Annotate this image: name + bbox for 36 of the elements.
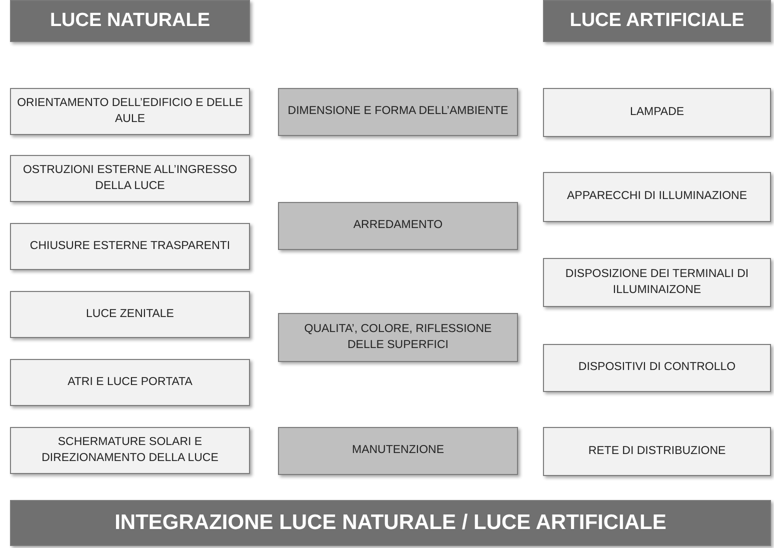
factor-box	[543, 88, 771, 137]
factor-box	[10, 427, 250, 474]
box-label: LAMPADE	[628, 104, 686, 120]
box-label: ARREDAMENTO	[352, 218, 444, 234]
box-label: DISPOSIZIONE DEI TERMINALI DI ILLUMINAIZONE	[564, 266, 750, 298]
box-label: CHIUSURE ESTERNE TRASPARENTI	[28, 238, 232, 254]
factor-box	[10, 88, 250, 135]
factor-box	[10, 359, 250, 406]
box-label: INTEGRAZIONE LUCE NATURALE / LUCE ARTIFICIALE	[114, 510, 668, 536]
box-label: SCHERMATURE SOLARI E DIREZIONAMENTO DELLA LUCE	[40, 434, 220, 466]
factor-box	[543, 172, 771, 222]
box-label: LUCE NATURALE	[48, 9, 212, 34]
factor-box	[10, 155, 250, 202]
factor-box	[278, 313, 518, 362]
box-label: LUCE ARTIFICIALE	[568, 9, 746, 34]
box-label: ATRI E LUCE PORTATA	[66, 374, 194, 390]
box-label: MANUTENZIONE	[351, 443, 445, 458]
box-label: LUCE ZENITALE	[85, 306, 175, 322]
box-label: APPARECCHI DI ILLUMINAZIONE	[566, 189, 748, 204]
box-label: DISPOSITIVI DI CONTROLLO	[577, 360, 737, 376]
factor-box	[278, 427, 518, 475]
factor-box	[543, 258, 771, 307]
factor-box	[543, 427, 771, 476]
box-label: QUALITA’, COLORE, RIFLESSIONE DELLE SUPERFICI	[303, 322, 493, 352]
factor-box	[278, 202, 518, 250]
factor-box	[543, 344, 771, 392]
factor-box	[10, 291, 250, 338]
heading-box	[543, 0, 771, 42]
box-label: ORIENTAMENTO DELL’EDIFICIO E DELLE AULE	[16, 96, 244, 126]
factor-box	[10, 223, 250, 270]
box-label: OSTRUZIONI ESTERNE ALL’INGRESSO DELLA LUCE	[22, 162, 238, 194]
box-label: DIMENSIONE E FORMA DELL’AMBIENTE	[286, 104, 510, 120]
box-label: RETE DI DISTRIBUZIONE	[587, 444, 727, 459]
banner-box	[10, 500, 771, 546]
factor-box	[278, 88, 518, 136]
heading-box	[10, 0, 250, 42]
